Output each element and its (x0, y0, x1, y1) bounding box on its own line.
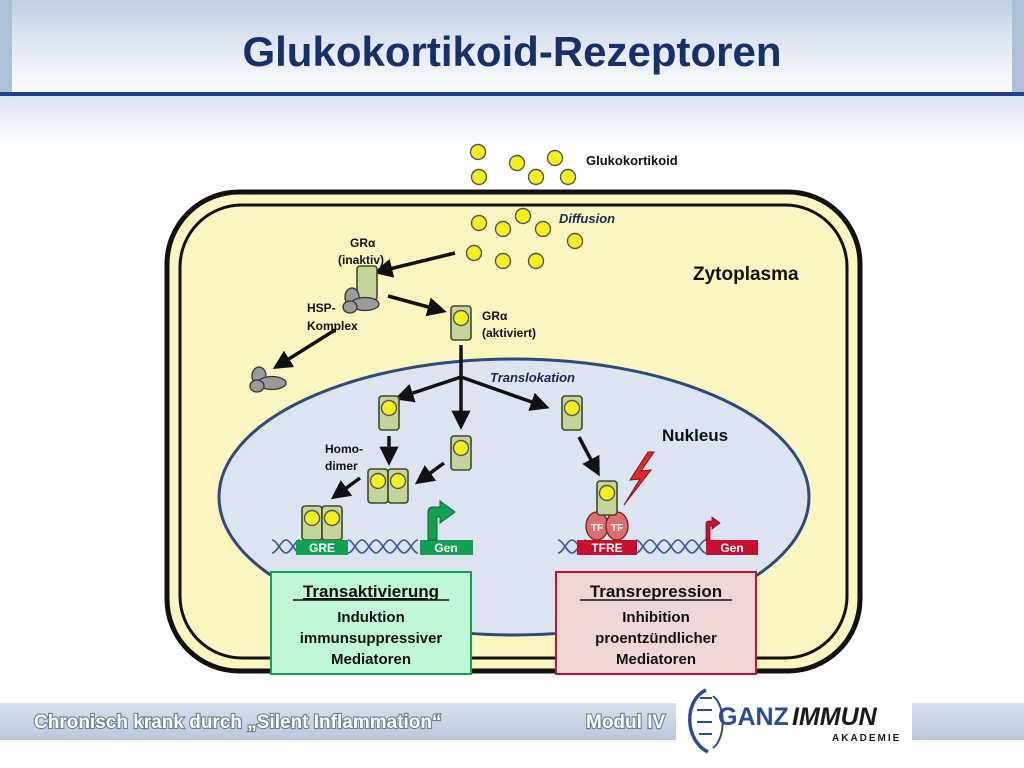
transaktivierung-line1: Induktion (337, 609, 405, 626)
footer-band-right (912, 703, 1024, 740)
gen-element-left (420, 540, 473, 555)
transrepression-line2: proentzündlicher (595, 630, 717, 647)
inaktiv-label: (inaktiv) (338, 253, 384, 267)
transcription-arrow-weak-icon (705, 516, 721, 541)
footer-module: Modul IV (586, 712, 665, 733)
inhibition-lightning-icon (623, 451, 655, 506)
dna-strand-left (271, 539, 419, 554)
dna-strand-right (557, 539, 707, 554)
gen-label-left: Gen (434, 541, 457, 555)
logo-akademie: AKADEMIE (832, 733, 901, 744)
gr-homodimer-gre-bound (301, 505, 343, 541)
gr-translocated-center (450, 435, 472, 471)
transrepression-box (555, 571, 757, 675)
tf-label-left: TF (591, 523, 603, 534)
cell-membrane-inner (178, 203, 849, 660)
gr-translocated-left (378, 395, 400, 431)
nucleus (217, 357, 811, 637)
diffusion-label: Diffusion (559, 211, 615, 226)
transaktivierung-line2: immunsuppressiver (300, 630, 443, 647)
header-band-shading (0, 0, 12, 98)
transaktivierung-box (270, 571, 472, 675)
gr-homodimer (367, 468, 409, 504)
header-underline (0, 92, 1024, 96)
transrepression-line3: Mediatoren (616, 651, 696, 668)
gr-alpha-aktiviert-label: GRα (482, 309, 508, 323)
glukokortikoid-label: Glukokortikoid (586, 153, 678, 168)
tfre-element (577, 540, 637, 555)
footer-course-title: Chronisch krank durch „Silent Inflammati… (34, 712, 442, 733)
hsp-label-line1: HSP- (307, 301, 336, 315)
header-background (0, 0, 1024, 98)
transrepression-line1: Inhibition (622, 609, 689, 626)
ganzimmun-logo: GANZ IMMUN AKADEMIE (688, 688, 901, 754)
gr-alpha-aktiviert (450, 305, 472, 341)
homodimer-label-line1: Homo- (325, 442, 363, 456)
pathway-arrows (272, 251, 600, 500)
tf-label-right: TF (611, 523, 623, 534)
footer-band (0, 703, 676, 740)
nukleus-label: Nukleus (662, 426, 728, 445)
zytoplasma-label: Zytoplasma (693, 264, 799, 285)
translokation-label: Translokation (490, 370, 575, 385)
gen-label-right: Gen (720, 541, 743, 555)
page-title: Glukokortikoid-Rezeptoren (242, 28, 781, 75)
transrepression-heading: Transrepression (590, 582, 722, 601)
logo-immun: IMMUN (792, 703, 878, 731)
gen-element-right (706, 540, 758, 555)
hsp-label-line2: Komplex (307, 319, 358, 333)
logo-ganz: GANZ (718, 703, 789, 731)
gre-element (296, 540, 348, 555)
logo-mark-icon (688, 688, 709, 754)
transaktivierung-heading: Transaktivierung (303, 582, 439, 601)
homodimer-label-line2: dimer (325, 459, 358, 473)
gr-bound-to-tf (596, 480, 618, 516)
header-band-shading (1012, 0, 1024, 98)
gre-label: GRE (309, 541, 335, 555)
glukokortikoid-molecules (469, 143, 577, 186)
gr-alpha-inaktiv-label: GRα (350, 236, 376, 250)
gr-translocated-right (561, 395, 583, 431)
transcription-arrow-strong-icon (427, 500, 456, 541)
header-fade (0, 96, 1024, 146)
aktiviert-label: (aktiviert) (482, 326, 536, 340)
tfre-label: TFRE (591, 541, 622, 555)
transaktivierung-line3: Mediatoren (331, 651, 411, 668)
